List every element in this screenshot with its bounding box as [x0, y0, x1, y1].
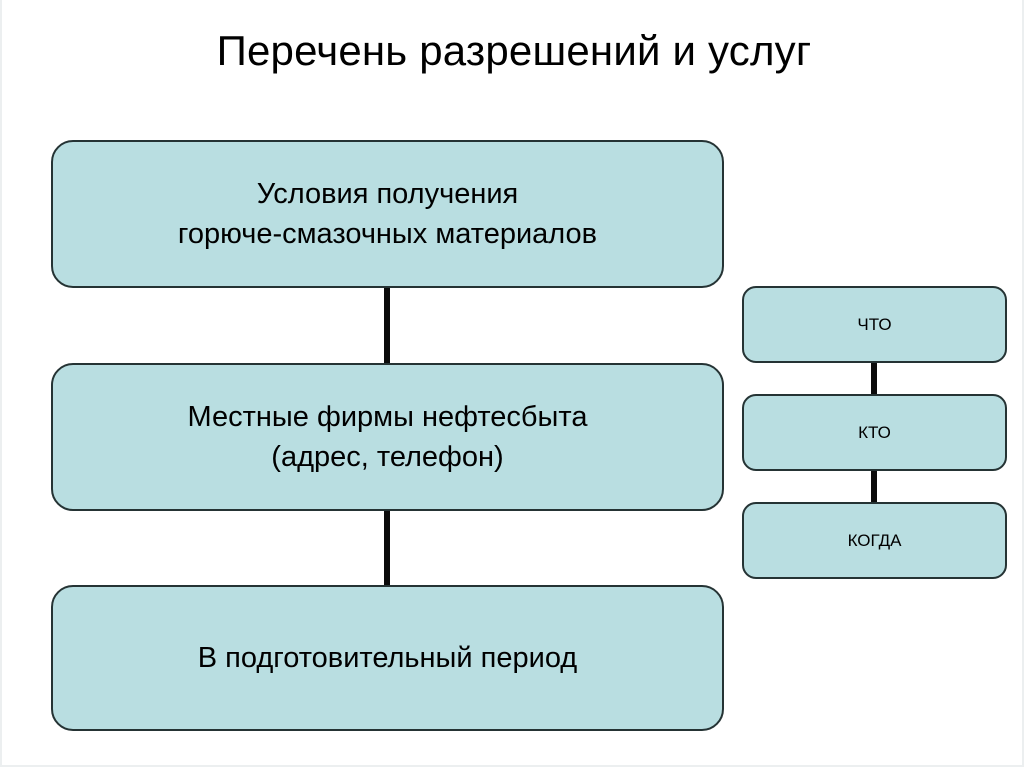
flow-node-conditions[interactable]: Условия получения горюче-смазочных матер… — [51, 140, 724, 288]
side-node-what[interactable]: ЧТО — [742, 286, 1007, 363]
flow-node-period-label: В подготовительный период — [197, 642, 578, 674]
connector-firms-to-period — [384, 509, 390, 587]
connector-who-to-when — [871, 469, 877, 504]
side-node-what-label: ЧТО — [857, 314, 892, 334]
flow-node-period[interactable]: В подготовительный период — [51, 585, 724, 731]
side-node-when-label: КОГДА — [847, 530, 902, 550]
connector-what-to-who — [871, 361, 877, 396]
flow-node-firms-label: Местные фирмы нефтесбыта (адрес, телефон… — [187, 401, 588, 473]
page-title: Перечень разрешений и услуг — [216, 27, 812, 74]
side-node-who-label: КТО — [858, 422, 891, 442]
side-node-who[interactable]: КТО — [742, 394, 1007, 471]
flow-node-conditions-label: Условия получения горюче-смазочных матер… — [177, 178, 598, 250]
flow-node-firms[interactable]: Местные фирмы нефтесбыта (адрес, телефон… — [51, 363, 724, 511]
side-node-when[interactable]: КОГДА — [742, 502, 1007, 579]
connector-conditions-to-firms — [384, 286, 390, 365]
